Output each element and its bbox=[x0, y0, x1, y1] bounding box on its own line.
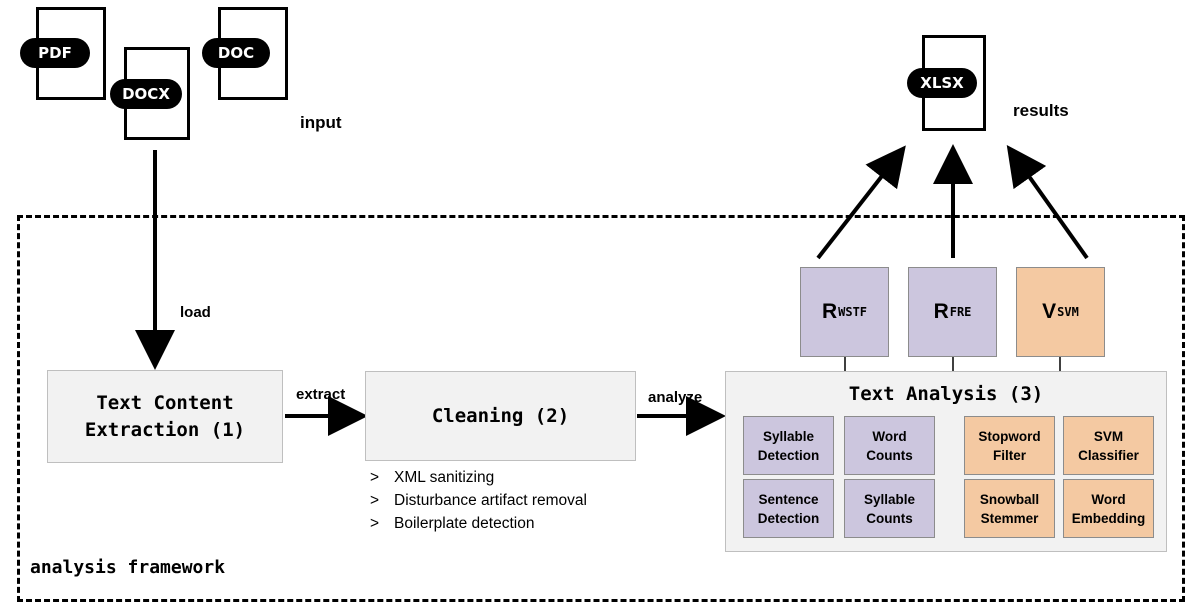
input-label: input bbox=[300, 113, 342, 132]
bullet-marker: > bbox=[370, 515, 380, 532]
extraction-title-line1: Text Content bbox=[96, 392, 234, 414]
text-content-extraction-box: Text Content Extraction (1) bbox=[47, 370, 283, 463]
pdf-badge: PDF bbox=[20, 38, 90, 68]
bullet-marker: > bbox=[370, 469, 380, 486]
list-item: >XML sanitizing bbox=[370, 466, 587, 489]
analyze-label: analyze bbox=[648, 389, 703, 406]
framework-label: analysis framework bbox=[30, 557, 226, 578]
cleaning-box: Cleaning (2) bbox=[365, 371, 636, 461]
list-item: >Disturbance artifact removal bbox=[370, 489, 587, 512]
cleaning-steps-list: >XML sanitizing >Disturbance artifact re… bbox=[370, 466, 587, 535]
text-analysis-title: Text Analysis (3) bbox=[848, 383, 1044, 405]
doc-badge: DOC bbox=[202, 38, 270, 68]
results-label: results bbox=[1013, 101, 1069, 120]
load-label: load bbox=[180, 304, 211, 321]
extraction-title-line2: Extraction (1) bbox=[84, 419, 246, 441]
cleaning-title: Cleaning (2) bbox=[431, 405, 570, 427]
result-arrow bbox=[816, 145, 906, 260]
list-item: >Boilerplate detection bbox=[370, 512, 587, 535]
analysis-framework-frame bbox=[17, 215, 1185, 602]
bullet-marker: > bbox=[370, 492, 380, 509]
result-arrow bbox=[1006, 144, 1089, 260]
xlsx-badge: XLSX bbox=[907, 68, 977, 98]
docx-badge: DOCX bbox=[110, 79, 182, 109]
extract-label: extract bbox=[296, 386, 346, 403]
